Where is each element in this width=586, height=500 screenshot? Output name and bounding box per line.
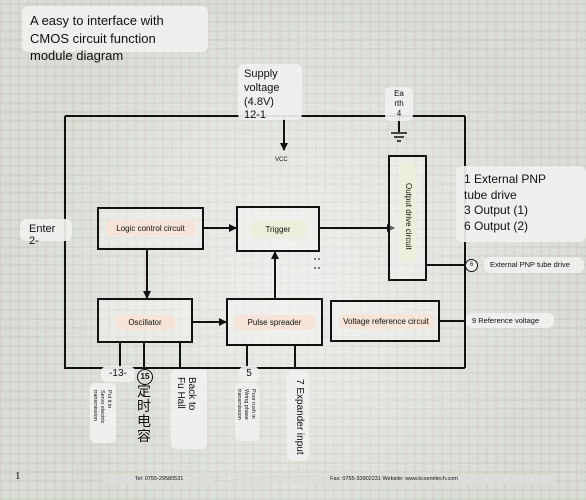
pin-5-card: 5 <box>239 366 259 382</box>
pulse-spreader-label: Pulse spreader <box>247 318 302 327</box>
vcc-label: VCC <box>275 157 288 163</box>
oscillator-label-box: Oscillator <box>115 315 175 330</box>
poor-rush-card: Poor rush in Wring phase transmission <box>235 383 259 441</box>
footer-tel: Tel: 0755-29580531 <box>134 476 184 482</box>
pulse-spreader-block: Pulse spreader <box>226 298 323 346</box>
external-pnp-card: External PNP tube drive <box>484 257 584 273</box>
outputs-card: 1 External PNP tube drive 3 Output (1) 6… <box>456 166 586 242</box>
back-to-fu-hall-line-1: Back to <box>186 377 197 411</box>
logic-control-block: Logic control circuit <box>97 207 204 250</box>
outputs-line-4: 6 Output (2) <box>464 218 529 233</box>
page-number: 1 <box>15 470 21 482</box>
enter-pin-card: Enter 2- <box>20 219 72 247</box>
earth-line-2: rth <box>394 99 404 108</box>
put-in-servo-line-2: Servo electric <box>99 390 105 424</box>
supply-voltage-line-2: voltage <box>244 81 280 94</box>
diagram-title-card: A easy to interface with CMOS circuit fu… <box>22 6 208 63</box>
enter-pin-label: Enter 2- <box>29 223 56 247</box>
pin-13-card: -13- <box>101 366 135 382</box>
output-drive-label: Output drive circuit <box>404 183 413 250</box>
trigger-block: Trigger <box>236 206 320 252</box>
footer-fax-bar: Fax: 0755-33902231 Website: www.kcsemite… <box>234 475 554 484</box>
poor-rush-line-2: Wring phase <box>243 389 249 420</box>
voltage-reference-block: Voltage reference circuit <box>330 300 440 342</box>
trigger-label-box: Trigger <box>250 221 306 237</box>
oscillator-label: Oscillator <box>128 318 162 327</box>
reference-voltage-label: 9 Reference voltage <box>472 316 540 325</box>
pulse-spreader-label-box: Pulse spreader <box>234 315 315 330</box>
outputs-line-3: 3 Output (1) <box>464 203 529 218</box>
earth-line-1: Ea <box>394 89 404 98</box>
supply-voltage-line-3: (4.8V) <box>244 95 274 108</box>
diagram-title: A easy to interface with CMOS circuit fu… <box>30 13 164 64</box>
put-in-servo-card: Put it in Servo electric transmission <box>90 383 116 443</box>
back-to-fu-hall-line-2: Fu Hall <box>175 377 186 409</box>
reference-voltage-card: 9 Reference voltage <box>466 313 554 328</box>
external-pnp-label: External PNP tube drive <box>490 260 570 269</box>
output-drive-label-box <box>399 163 416 263</box>
footer-fax: Fax: 0755-33902231 Website: www.kcsemite… <box>330 476 458 482</box>
pin-5-label: 5 <box>246 368 252 379</box>
outputs-line-2: tube drive <box>464 187 517 202</box>
poor-rush-text: Poor rush in Wring phase transmission <box>235 389 256 420</box>
pin-15-label: 15 <box>140 372 150 381</box>
poor-rush-line-3: transmission <box>236 389 242 420</box>
timing-capacitor-label: 定时电容 <box>137 383 151 444</box>
voltage-reference-label: Voltage reference circuit <box>343 317 429 326</box>
pin-15-marker: 15 <box>137 369 153 385</box>
pin-13-label: -13- <box>109 368 127 379</box>
pin-6-marker: 6 <box>465 259 478 272</box>
earth-line-3: 4 <box>396 109 402 118</box>
outputs-line-1: 1 External PNP <box>464 172 547 186</box>
put-in-servo-line-3: transmission <box>92 390 98 421</box>
put-in-servo-line-1: Put it in <box>106 390 112 409</box>
voltage-reference-label-box: Voltage reference circuit <box>339 314 433 329</box>
pin-6-label: 6 <box>469 262 474 268</box>
put-in-servo-text: Put it in Servo electric transmission <box>91 390 112 423</box>
supply-voltage-line-1: Supply <box>244 68 278 80</box>
supply-voltage-line-4: 12-1 <box>244 109 267 122</box>
expander-input-label: 7 Expander input <box>294 379 305 455</box>
trigger-label: Trigger <box>265 224 291 234</box>
poor-rush-line-1: Poor rush in <box>250 389 256 419</box>
expander-input-card: 7 Expander input <box>287 371 309 461</box>
earth-card: Ea rth 4 <box>385 87 413 121</box>
supply-voltage-card: Supply voltage (4.8V) 12-1 <box>238 64 302 122</box>
back-to-fu-hall-card: Back to Fu Hall <box>171 369 207 449</box>
supply-bus-left <box>64 116 188 369</box>
back-to-fu-hall-text: Back to Fu Hall <box>175 377 197 410</box>
oscillator-block: Oscillator <box>97 298 193 343</box>
output-drive-block: Output drive circuit <box>388 155 427 281</box>
footer-tel-bar: Tel: 0755-29580531 <box>104 475 214 484</box>
logic-control-label: Logic control circuit <box>116 223 185 233</box>
logic-control-label-box: Logic control circuit <box>105 220 196 236</box>
